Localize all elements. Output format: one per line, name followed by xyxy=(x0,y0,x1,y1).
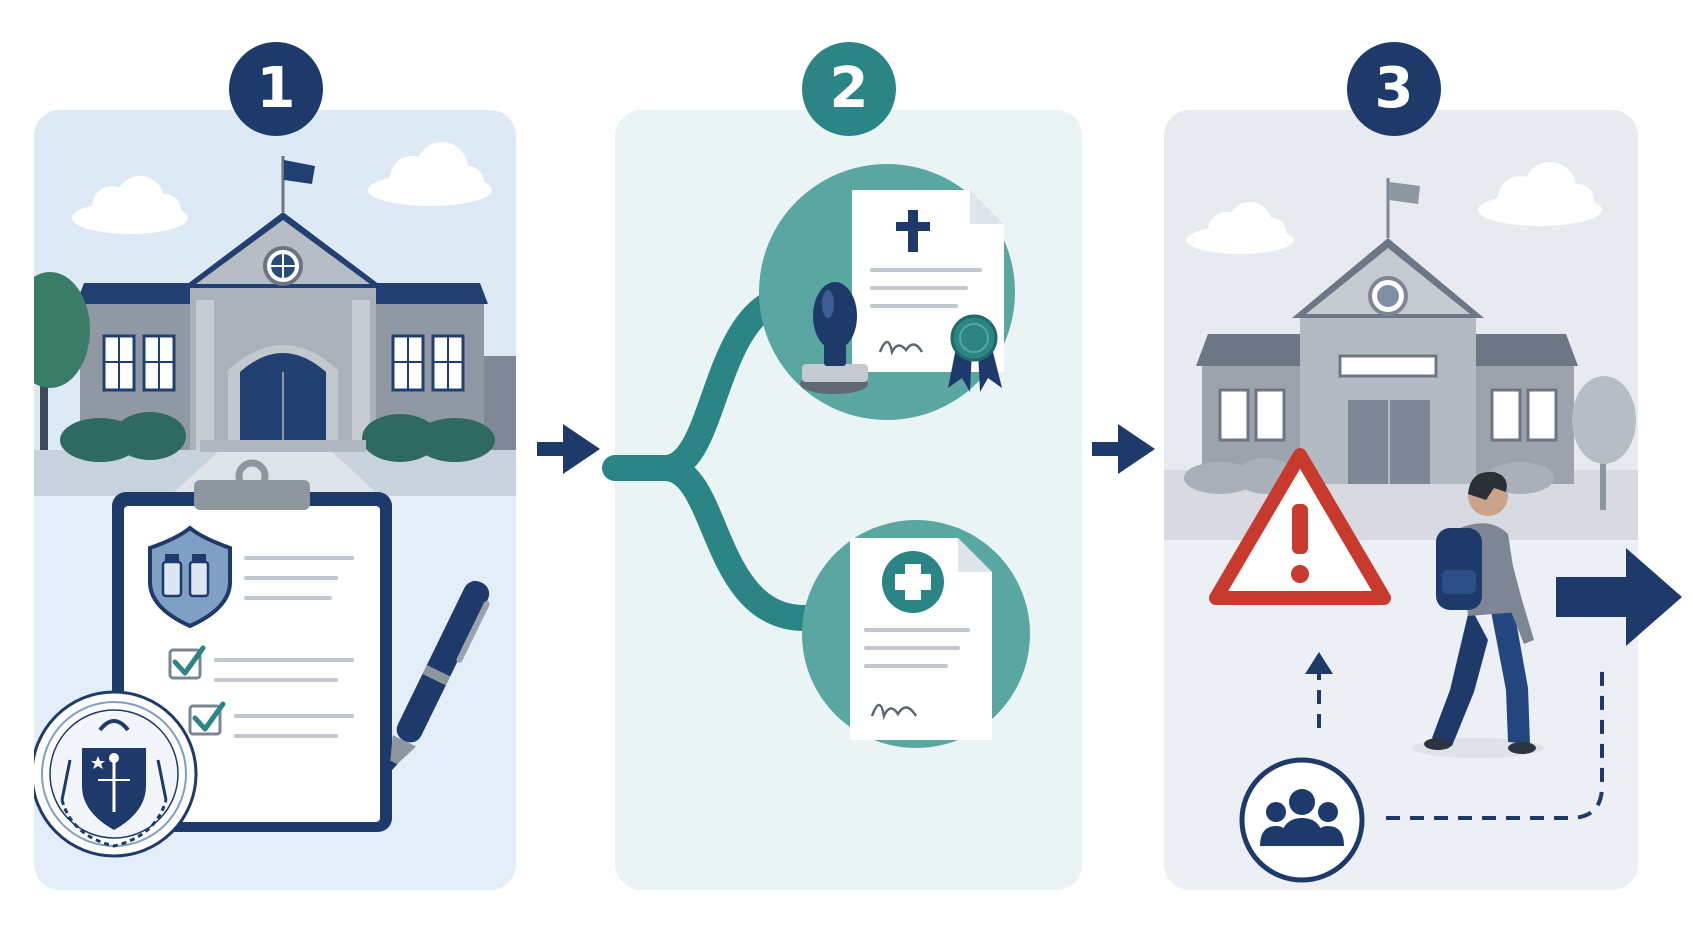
cloud-icon xyxy=(1478,162,1602,226)
group-icon xyxy=(1239,757,1365,883)
state-seal-icon xyxy=(34,690,198,858)
cross-icon xyxy=(896,210,930,252)
vaccine-shield-icon xyxy=(148,525,232,629)
award-ribbon-icon xyxy=(948,314,1002,392)
step-1-badge: 1 xyxy=(229,42,323,136)
next-step-arrow-icon xyxy=(537,424,600,474)
rubber-stamp-icon xyxy=(800,282,868,394)
medical-cross-icon xyxy=(882,551,944,613)
warning-icon xyxy=(1209,448,1391,605)
school-building-icon xyxy=(1184,178,1578,494)
tree-icon xyxy=(34,272,90,450)
step-3-badge: 3 xyxy=(1347,42,1441,136)
step-2-badge: 2 xyxy=(802,42,896,136)
tree-icon xyxy=(1572,376,1636,510)
cloud-icon xyxy=(368,142,492,206)
pen-icon xyxy=(387,580,490,775)
arrow-up-icon xyxy=(1305,652,1333,674)
cloud-icon xyxy=(1186,202,1294,254)
next-step-arrow-icon xyxy=(1092,424,1155,474)
exit-arrow-icon xyxy=(1556,548,1682,646)
checkbox-icon xyxy=(188,701,226,736)
cloud-icon xyxy=(72,176,188,234)
medical-exemption-document-icon xyxy=(850,538,992,740)
student-icon xyxy=(1424,471,1536,754)
school-building-icon xyxy=(60,156,495,462)
dashed-path xyxy=(1317,664,1604,820)
checkbox-icon xyxy=(168,645,206,680)
